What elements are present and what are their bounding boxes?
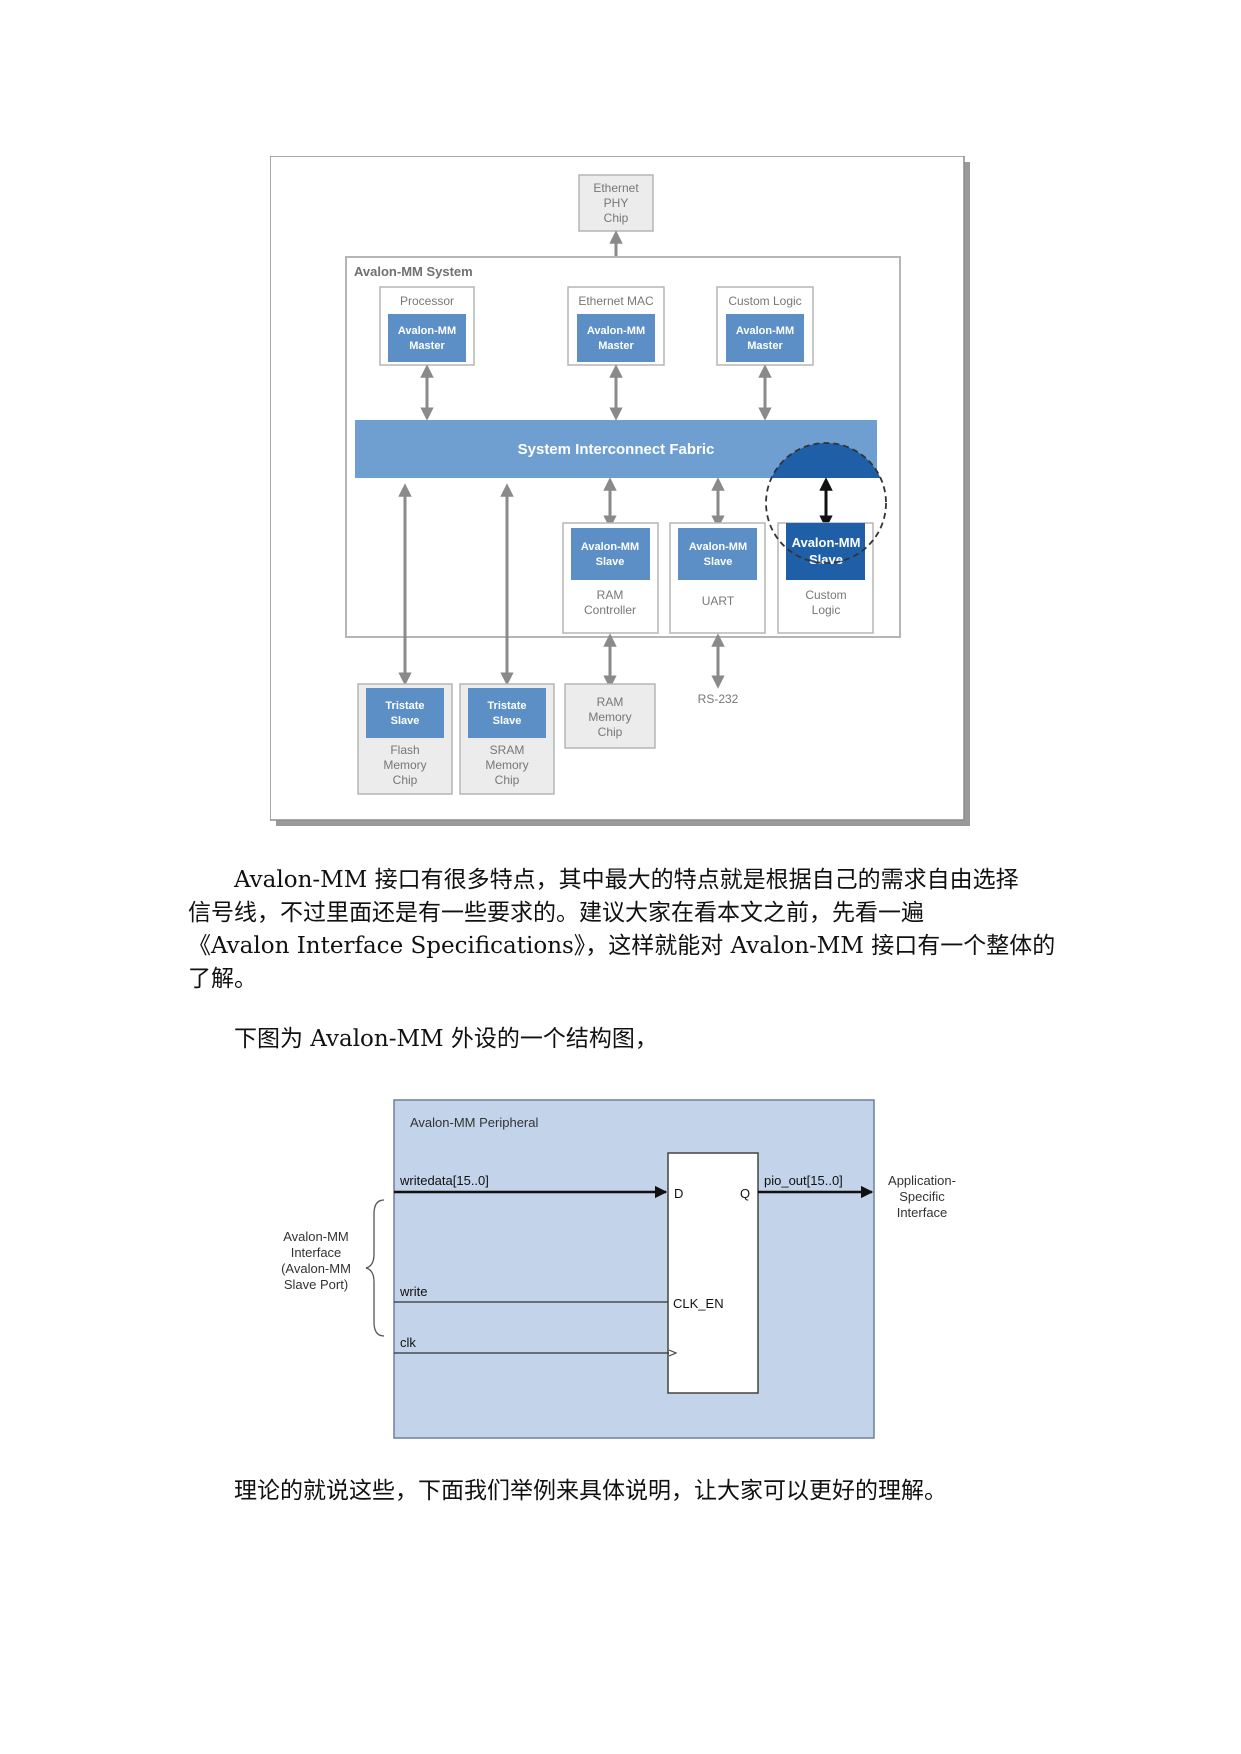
app-interface-label-line: Interface xyxy=(897,1205,948,1220)
master-port-label: Avalon-MM xyxy=(587,325,645,337)
master-ethernet-mac: Ethernet MAC Avalon-MM Master xyxy=(567,286,665,366)
highlight-circle xyxy=(765,442,887,564)
app-interface-label-line: Application- xyxy=(888,1173,956,1188)
write-label: write xyxy=(399,1284,427,1299)
ethernet-phy-line: Ethernet xyxy=(593,181,639,195)
slave-port-label: Slave xyxy=(809,552,843,567)
tristate-port-label: Tristate xyxy=(487,700,526,712)
chip-caption: Memory xyxy=(383,758,426,772)
peripheral-title: Avalon-MM Peripheral xyxy=(410,1115,538,1130)
slave-caption: Logic xyxy=(812,603,841,617)
paragraph-line: 信号线，不过里面还是有一些要求的。建议大家在看本文之前，先看一遍 xyxy=(188,900,924,926)
slave-caption: RAM xyxy=(597,588,624,602)
ethernet-phy-line: PHY xyxy=(604,196,629,210)
paragraph-line: Avalon-MM 接口有很多特点，其中最大的特点就是根据自己的需求自由选择 xyxy=(234,867,1019,893)
chip-caption: Chip xyxy=(393,773,418,787)
clk-label: clk xyxy=(400,1335,416,1350)
sram-memory-chip: Tristate Slave SRAM Memory Chip xyxy=(459,683,555,795)
interface-label-line: Interface xyxy=(291,1245,342,1260)
chip-caption: Chip xyxy=(598,725,623,739)
master-processor: Processor Avalon-MM Master xyxy=(379,286,475,366)
slave-uart: Avalon-MM Slave UART xyxy=(669,522,766,634)
ethernet-phy-line: Chip xyxy=(604,211,629,225)
rs232-label: RS-232 xyxy=(698,692,739,706)
tristate-port-label: Tristate xyxy=(385,700,424,712)
peripheral-panel xyxy=(393,1099,875,1439)
master-port-label: Avalon-MM xyxy=(736,325,794,337)
master-caption: Custom Logic xyxy=(728,294,801,308)
closing-paragraph: 理论的就说这些，下面我们举例来具体说明，让大家可以更好的理解。 xyxy=(188,1475,1068,1508)
chip-caption: Flash xyxy=(390,743,419,757)
app-interface-label-line: Specific xyxy=(899,1189,945,1204)
clock-input-triangle xyxy=(668,1349,678,1357)
intro-paragraph: Avalon-MM 接口有很多特点，其中最大的特点就是根据自己的需求自由选择 信… xyxy=(188,864,1068,996)
slave-custom-logic: Avalon-MM Slave Custom Logic xyxy=(777,522,874,634)
ram-memory-chip: RAM Memory Chip xyxy=(564,683,656,749)
paragraph-line: 理论的就说这些，下面我们举例来具体说明，让大家可以更好的理解。 xyxy=(234,1478,947,1504)
d-flip-flop xyxy=(667,1152,759,1394)
interface-label-line: Avalon-MM xyxy=(283,1229,349,1244)
paragraph-line: 《Avalon Interface Specifications》，这样就能对 … xyxy=(188,933,1056,959)
master-caption: Processor xyxy=(400,294,454,308)
chip-caption: SRAM xyxy=(490,743,525,757)
master-port-label: Avalon-MM xyxy=(398,325,456,337)
master-port-label: Master xyxy=(598,340,634,352)
figure2-intro-paragraph: 下图为 Avalon-MM 外设的一个结构图， xyxy=(188,1023,1068,1056)
ethernet-phy-chip: Ethernet PHY Chip xyxy=(578,174,654,232)
chip-caption: Memory xyxy=(588,710,631,724)
tristate-port-label: Slave xyxy=(493,715,522,727)
pio-out-label: pio_out[15..0] xyxy=(764,1173,843,1188)
interface-brace xyxy=(365,1199,385,1337)
interface-label-line: Slave Port) xyxy=(284,1277,348,1292)
system-title: Avalon-MM System xyxy=(354,264,473,279)
slave-port-label: Avalon-MM xyxy=(792,535,861,550)
slave-port-label: Avalon-MM xyxy=(581,541,639,553)
master-port-label: Master xyxy=(747,340,783,352)
ff-pin-d: D xyxy=(674,1186,683,1201)
paragraph-line: 了解。 xyxy=(188,966,257,992)
chip-caption: Chip xyxy=(495,773,520,787)
master-caption: Ethernet MAC xyxy=(578,294,654,308)
flash-memory-chip: Tristate Slave Flash Memory Chip xyxy=(357,683,453,795)
tristate-port-label: Slave xyxy=(391,715,420,727)
slave-port-label: Slave xyxy=(704,556,733,568)
slave-port-label: Avalon-MM xyxy=(689,541,747,553)
slave-ram-controller: Avalon-MM Slave RAM Controller xyxy=(562,522,659,634)
avalon-mm-peripheral-diagram: Avalon-MM Peripheral D Q CLK_EN writedat… xyxy=(281,1099,956,1439)
avalon-mm-system-diagram: Ethernet PHY Chip Avalon-MM System Proce… xyxy=(270,156,970,826)
chip-caption: Memory xyxy=(485,758,528,772)
fabric-label: System Interconnect Fabric xyxy=(518,441,715,458)
slave-port-label: Slave xyxy=(596,556,625,568)
master-custom-logic: Custom Logic Avalon-MM Master xyxy=(716,286,814,366)
slave-caption: Controller xyxy=(584,603,636,617)
master-port-label: Master xyxy=(409,340,445,352)
paragraph-line: 下图为 Avalon-MM 外设的一个结构图， xyxy=(234,1026,658,1052)
chip-caption: RAM xyxy=(597,695,624,709)
writedata-label: writedata[15..0] xyxy=(399,1173,489,1188)
ff-pin-q: Q xyxy=(740,1186,750,1201)
slave-caption: UART xyxy=(702,594,735,608)
ff-pin-clk-en: CLK_EN xyxy=(673,1296,724,1311)
interface-label-line: (Avalon-MM xyxy=(281,1261,351,1276)
slave-caption: Custom xyxy=(805,588,846,602)
